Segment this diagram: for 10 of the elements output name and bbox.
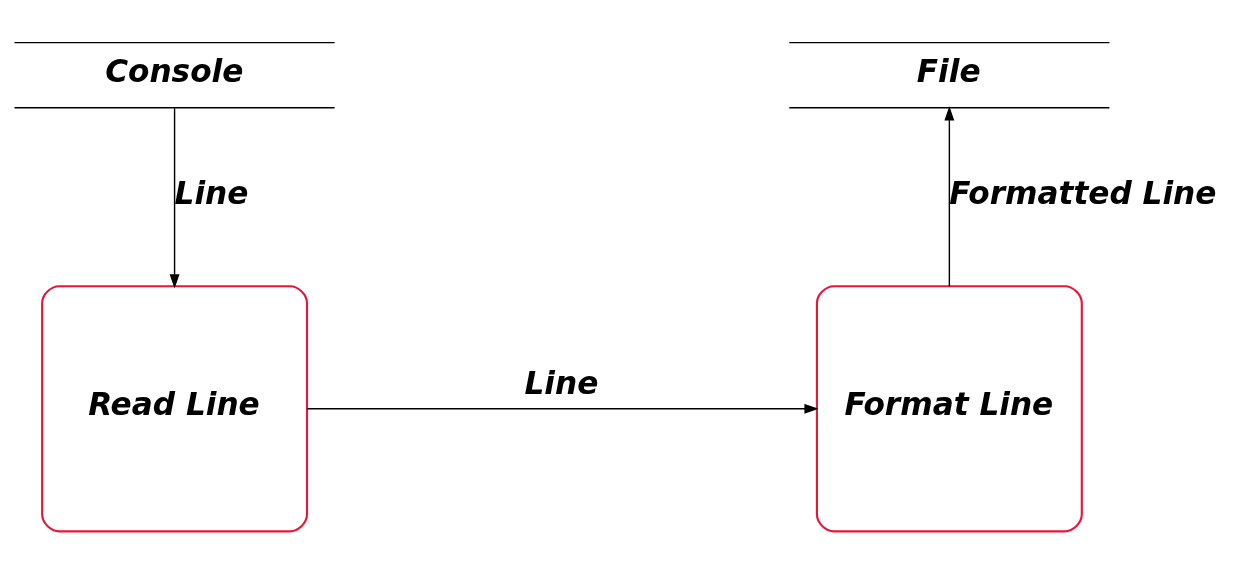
node-box: Read Line (41, 285, 309, 533)
arrow (306, 403, 819, 414)
arrow (944, 106, 955, 287)
node-box: Format Line (815, 285, 1083, 533)
edge-label: Line (174, 174, 249, 211)
node-text: Console (105, 52, 244, 89)
edge-label: Formatted Line (949, 174, 1217, 211)
arrow (169, 107, 180, 289)
node-text: File (916, 52, 981, 89)
edge-label: Line (524, 365, 599, 402)
